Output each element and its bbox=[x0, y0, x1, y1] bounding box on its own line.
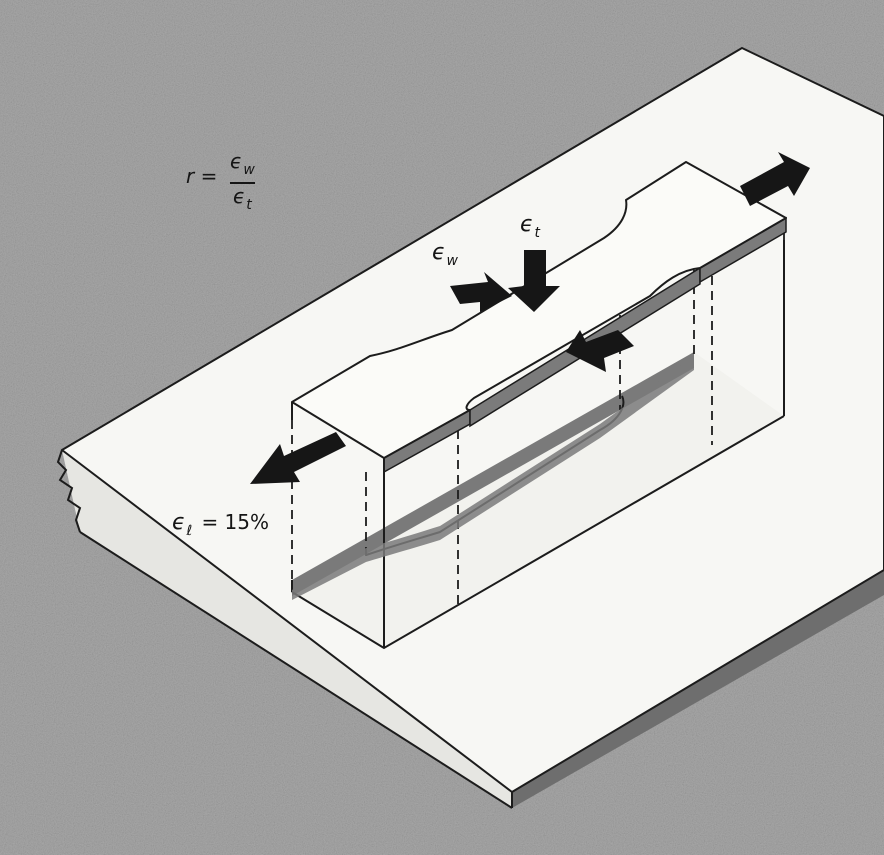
thickness-arrow-down bbox=[508, 250, 560, 312]
thickness-strain-sub: t bbox=[534, 225, 541, 241]
length-strain-sub: ℓ bbox=[186, 523, 193, 539]
width-strain-label: ϵw bbox=[432, 240, 458, 269]
r-fraction-bar bbox=[230, 182, 255, 184]
r-denominator: ϵt bbox=[230, 185, 255, 216]
r-numerator-symbol: ϵ bbox=[230, 149, 243, 173]
r-numerator-sub: w bbox=[243, 162, 255, 178]
width-arrow-left bbox=[450, 272, 512, 312]
sheet-edge-front bbox=[62, 450, 512, 808]
sheet-edge-right bbox=[512, 570, 884, 808]
width-arrow-right bbox=[566, 330, 634, 372]
sheet-edge-line bbox=[79, 531, 513, 809]
thickness-strain-label: ϵt bbox=[520, 212, 540, 241]
arrows bbox=[250, 152, 810, 484]
pocket-floor bbox=[292, 352, 784, 648]
r-fraction: ϵw ϵt bbox=[230, 150, 255, 216]
r-denominator-sub: t bbox=[246, 197, 252, 213]
width-strain-sub: w bbox=[446, 253, 458, 269]
width-strain-symbol: ϵ bbox=[432, 240, 446, 265]
length-strain-label: ϵℓ = 15% bbox=[172, 510, 269, 539]
length-strain-symbol: ϵ bbox=[172, 510, 186, 535]
r-formula: r = ϵw ϵt bbox=[186, 150, 255, 213]
specimen-top-face bbox=[291, 161, 787, 459]
r-denominator-symbol: ϵ bbox=[232, 184, 246, 208]
length-strain-value: = 15% bbox=[201, 510, 270, 534]
specimen-lower-band bbox=[292, 356, 694, 600]
length-arrow-left bbox=[250, 432, 346, 484]
r-formula-lhs: r = bbox=[186, 164, 218, 188]
sheet-torn-edge bbox=[56, 449, 82, 533]
pocket-back-wall bbox=[292, 352, 694, 596]
r-numerator: ϵw bbox=[230, 150, 255, 181]
thickness-strain-symbol: ϵ bbox=[520, 212, 534, 237]
length-arrow-right bbox=[740, 152, 810, 206]
